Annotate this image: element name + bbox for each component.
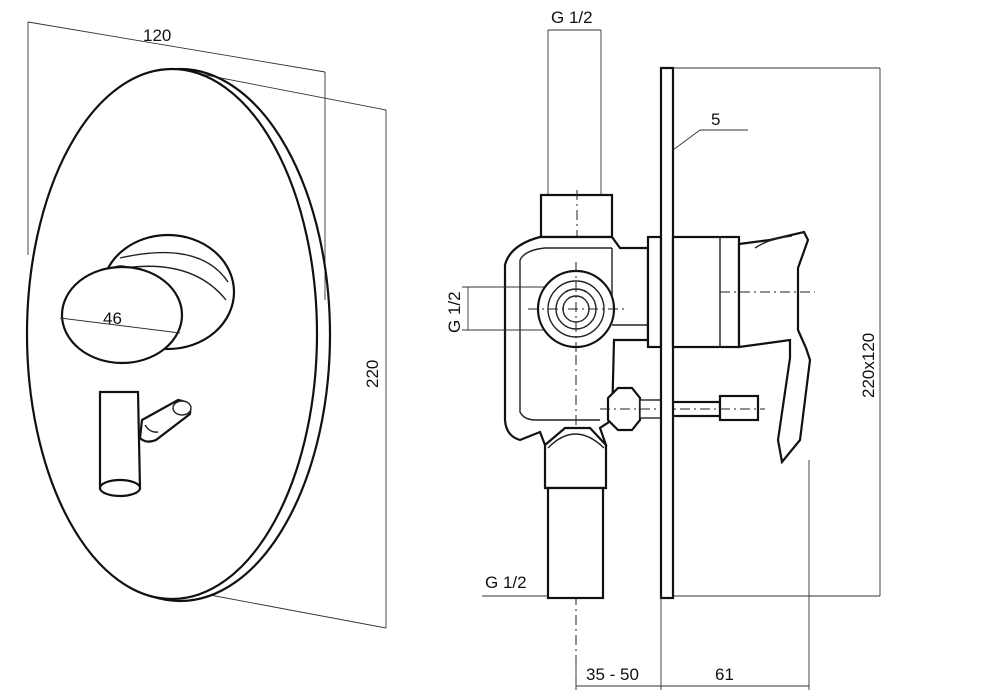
side-view: G 1/2 G 1/2 G 1/2 — [445, 8, 881, 690]
wall-plate — [659, 66, 675, 600]
depth-range-label: 35 - 50 — [586, 665, 639, 684]
projection-label: 61 — [715, 665, 734, 684]
bottom-outlet — [546, 486, 605, 600]
plate-size-label: 220x120 — [859, 333, 878, 398]
mounting-flange — [646, 235, 663, 349]
front-view: 46 120 220 — [25, 21, 387, 629]
handle-diameter-line — [59, 317, 181, 334]
plate-thickness-label: 5 — [711, 110, 720, 129]
width-dim-label: 120 — [143, 26, 171, 45]
lever — [98, 390, 142, 490]
side-inlet-label: G 1/2 — [445, 291, 464, 333]
top-inlet-label: G 1/2 — [551, 8, 593, 27]
handle-diameter-label: 46 — [103, 309, 122, 328]
handle-cap — [60, 265, 184, 365]
bottom-outlet-label: G 1/2 — [485, 573, 527, 592]
height-dim-label: 220 — [363, 360, 382, 388]
bottom-nut — [543, 426, 608, 490]
